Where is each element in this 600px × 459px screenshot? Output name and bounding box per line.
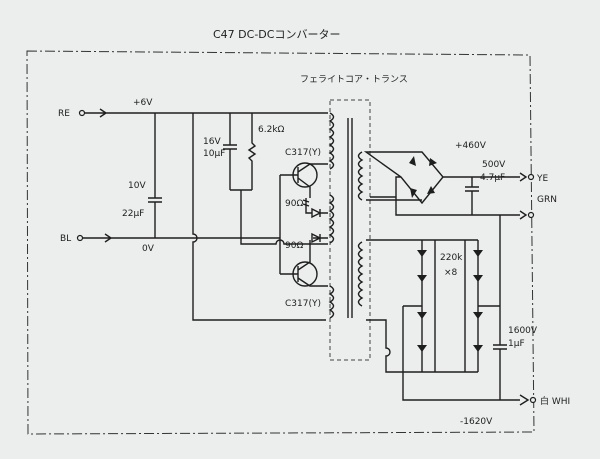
output-capacitor <box>465 177 479 215</box>
transistor-q1: C317(Y) <box>279 148 328 238</box>
wire-ground-rail <box>83 233 280 243</box>
c-in-value: 22μF <box>122 209 144 219</box>
r-ladder-count: ×8 <box>444 268 458 278</box>
c-hv-value: 1μF <box>508 339 525 349</box>
svg-text:YE: YE <box>536 174 548 184</box>
terminal-grn: GRN <box>519 195 557 220</box>
label-out-neg: -1620V <box>460 417 493 427</box>
terminal-whi: 白 WHI <box>519 394 570 407</box>
wire-lower-winding <box>192 113 326 321</box>
q1-emitter-diode <box>302 198 328 219</box>
r-bias-label: 6.2kΩ <box>258 125 285 135</box>
c-hv-voltage: 1600V <box>508 326 538 336</box>
c-base-voltage: 16V <box>203 137 221 147</box>
label-out-pos: +460V <box>455 141 487 151</box>
svg-text:白 WHI: 白 WHI <box>540 395 570 407</box>
c-base-value: 10μF <box>203 149 225 159</box>
r-ladder-value: 220k <box>440 253 463 263</box>
bridge-rectifier <box>363 151 520 216</box>
secondary-winding-hv-pos <box>357 151 364 201</box>
primary-winding-2 <box>328 194 335 244</box>
c-in-voltage: 10V <box>128 181 146 191</box>
c-out-value: 4.7μF <box>480 173 505 183</box>
label-input-pos: +6V <box>133 98 153 108</box>
q2-resistor-label: 90Ω <box>285 241 303 251</box>
primary-winding-3 <box>328 285 335 319</box>
hv-diode-ladder: 220k ×8 <box>366 215 520 401</box>
svg-text:BL: BL <box>60 234 71 244</box>
bias-network <box>223 113 328 245</box>
transformer-core-box <box>329 99 371 361</box>
label-input-zero: 0V <box>142 244 155 254</box>
c-out-voltage: 500V <box>482 160 506 170</box>
q2-label: C317(Y) <box>285 299 321 309</box>
transistor-q2: C317(Y) <box>279 238 328 309</box>
diagram-title: C47 DC-DCコンバーター <box>213 28 340 41</box>
wire-positive-rail <box>85 108 328 118</box>
primary-winding-1 <box>328 112 335 170</box>
svg-text:RE: RE <box>58 109 70 119</box>
module-boundary <box>26 50 535 435</box>
svg-text:GRN: GRN <box>537 195 557 205</box>
secondary-winding-hv-neg <box>357 241 364 307</box>
q1-label: C317(Y) <box>285 148 321 158</box>
q2-emitter-diode <box>309 232 328 252</box>
transformer-label: フェライトコア・トランス <box>300 74 408 85</box>
terminal-ye: YE <box>519 172 548 184</box>
q1-resistor-label: 90Ω <box>285 199 303 209</box>
terminal-re: RE <box>58 109 86 119</box>
terminal-bl: BL <box>60 234 84 244</box>
input-capacitor <box>148 113 162 238</box>
